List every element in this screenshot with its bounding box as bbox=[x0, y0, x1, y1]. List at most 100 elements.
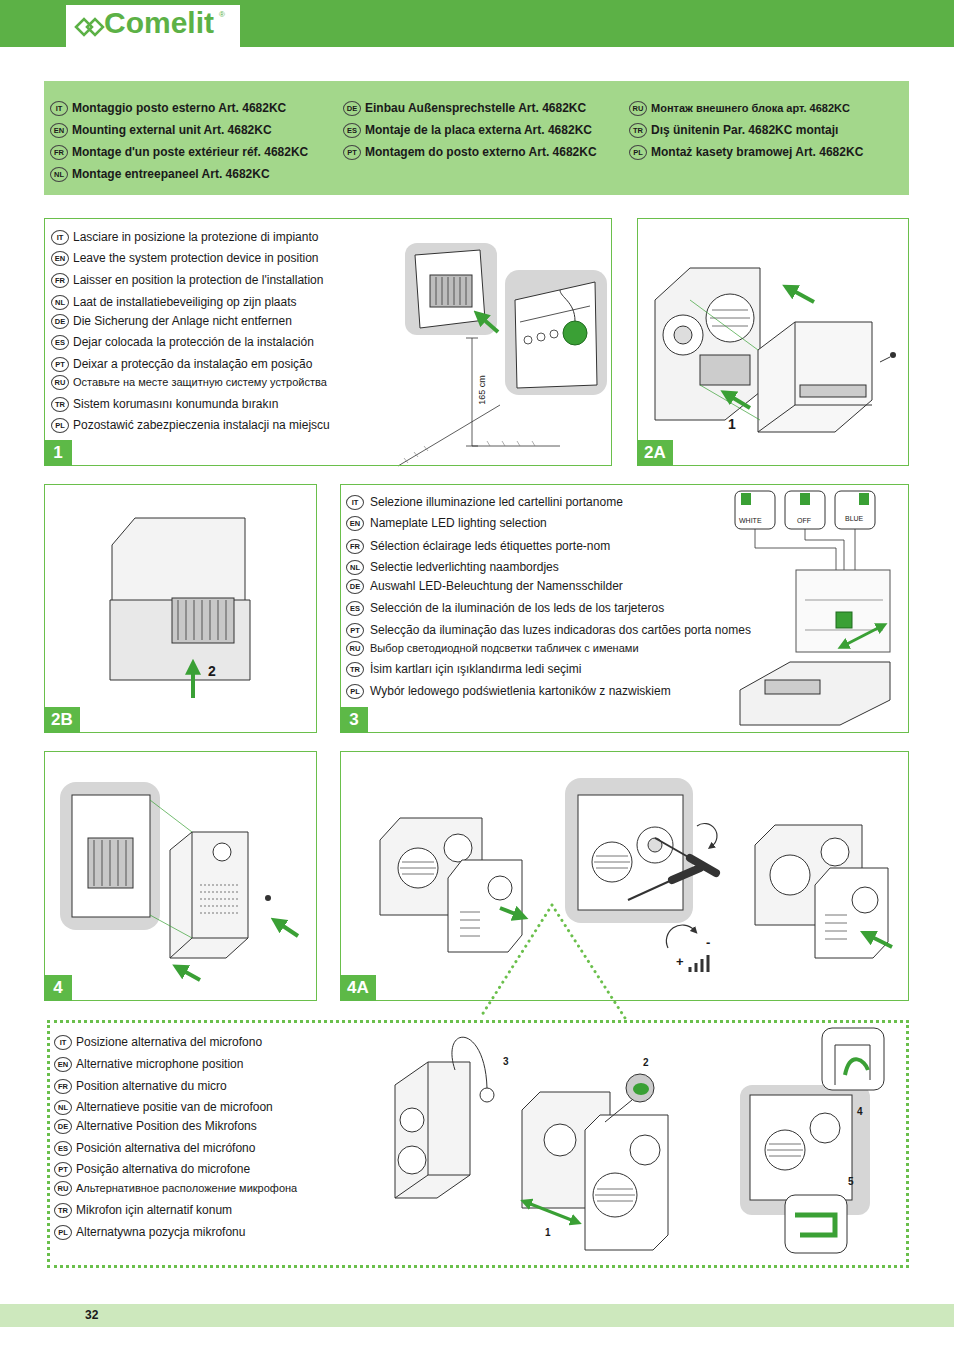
step-number: 2A bbox=[637, 440, 673, 466]
rear-module bbox=[710, 310, 750, 326]
floor-line bbox=[404, 441, 535, 463]
screw bbox=[265, 895, 271, 901]
mounting-frame bbox=[72, 795, 150, 917]
module-right bbox=[852, 887, 878, 913]
mounting-frame bbox=[88, 838, 133, 888]
instruction-text: Selectie ledverlichting naambordjes bbox=[370, 559, 559, 575]
step-number: 2B bbox=[44, 707, 80, 733]
language-code: PL bbox=[346, 684, 364, 699]
footer-bar bbox=[0, 1304, 954, 1327]
language-code: EN bbox=[346, 516, 364, 531]
detail-zoom bbox=[505, 270, 607, 395]
instruction-text: Selección de la iluminación de los leds … bbox=[370, 600, 664, 616]
module-middle bbox=[628, 880, 672, 900]
detail-zoom bbox=[550, 330, 558, 338]
detail-zoom bbox=[537, 333, 545, 341]
title-text: Монтаж внешнего блока арт. 4682KC bbox=[651, 100, 850, 116]
circuit-board bbox=[740, 662, 890, 725]
title-band: ITMontaggio posto esterno Art. 4682KCENM… bbox=[44, 81, 909, 195]
led-option-icon bbox=[741, 493, 751, 505]
module-left bbox=[444, 834, 472, 862]
jumper-detail bbox=[805, 600, 883, 630]
detail-zoom bbox=[520, 306, 590, 322]
jumper-detail bbox=[796, 570, 890, 652]
language-code: PT bbox=[346, 623, 364, 638]
language-code: DE bbox=[51, 314, 69, 329]
detail-zoom bbox=[515, 282, 597, 388]
insert-arrow bbox=[730, 396, 750, 408]
step-number: 4 bbox=[44, 975, 72, 1001]
mounted-module bbox=[835, 1045, 870, 1085]
front-module bbox=[758, 322, 872, 432]
step-number: 1 bbox=[44, 440, 72, 466]
module-middle bbox=[655, 838, 690, 858]
callout-number: 4 bbox=[857, 1107, 863, 1117]
title-text: Mounting external unit Art. 4682KC bbox=[72, 122, 272, 138]
mounting-frame bbox=[405, 243, 497, 335]
instruction-text: Posición alternativa del micrófono bbox=[76, 1140, 255, 1156]
jumper-detail bbox=[796, 570, 890, 652]
insert-arrow bbox=[280, 924, 298, 936]
language-code: FR bbox=[54, 1079, 72, 1094]
led-option: OFF bbox=[797, 517, 811, 524]
step-panel: ITLasciare in posizione la protezione di… bbox=[44, 218, 612, 466]
instruction-text: Laisser en position la protection de l'i… bbox=[73, 272, 323, 288]
led-option: BLUE bbox=[845, 515, 863, 522]
instruction-text: Auswahl LED-Beleuchtung der Namensschild… bbox=[370, 578, 623, 594]
instruction-text: Position alternative du micro bbox=[76, 1078, 227, 1094]
guide-line bbox=[150, 800, 192, 938]
microphone-zoom bbox=[605, 1074, 654, 1122]
insert-arrow bbox=[182, 970, 200, 980]
step-panel: 4 bbox=[44, 751, 317, 1001]
module-middle bbox=[578, 795, 683, 910]
title-text: Montagem do posto externo Art. 4682KC bbox=[365, 144, 597, 160]
language-code: RU bbox=[629, 101, 647, 116]
module-middle bbox=[565, 778, 693, 923]
rear-module bbox=[700, 355, 750, 385]
module-left bbox=[488, 876, 512, 900]
mounting-frame bbox=[405, 243, 497, 335]
module-middle bbox=[672, 868, 700, 880]
mounting-frame bbox=[436, 277, 466, 305]
module-middle bbox=[594, 856, 630, 868]
led-option-icon bbox=[835, 491, 875, 529]
callout-number: 3 bbox=[503, 1057, 509, 1067]
microphone-zoom bbox=[605, 1100, 632, 1122]
module-pair bbox=[522, 1092, 668, 1250]
mounting-frame bbox=[430, 275, 472, 307]
footer-bar bbox=[0, 1304, 954, 1327]
microphone-zoom bbox=[633, 1083, 649, 1095]
floor-line bbox=[398, 405, 560, 466]
top-bar bbox=[66, 5, 240, 47]
circuit-board bbox=[765, 680, 820, 694]
language-code: ES bbox=[54, 1141, 72, 1156]
led-option-icon bbox=[859, 493, 869, 505]
instruction-text: Pozostawić zabezpieczenia instalacji na … bbox=[73, 417, 330, 433]
instruction-text: Selezione illuminazione led cartellini p… bbox=[370, 494, 623, 510]
language-code: IT bbox=[54, 1035, 72, 1050]
callout-number: 2 bbox=[208, 664, 216, 678]
push-arrow bbox=[191, 670, 195, 698]
turn-arrow bbox=[697, 824, 717, 846]
detail-zoom bbox=[524, 336, 532, 344]
language-code: RU bbox=[346, 641, 364, 656]
mounted-module bbox=[767, 1144, 803, 1156]
logo-mark bbox=[76, 19, 103, 35]
turn-arrow bbox=[666, 925, 694, 948]
detail-panel: ITPosizione alternativa del microfonoENA… bbox=[47, 1020, 909, 1268]
module-pair bbox=[630, 1135, 660, 1165]
step-number: 3 bbox=[340, 707, 368, 733]
step-panel: 4A bbox=[340, 751, 909, 1001]
front-module bbox=[170, 832, 248, 958]
module-left bbox=[400, 862, 436, 874]
language-code: ES bbox=[346, 601, 364, 616]
step-panel: 2A bbox=[637, 218, 909, 466]
step-number: 4A bbox=[340, 975, 376, 1001]
instruction-text: Deixar a protecção da instalação em posi… bbox=[73, 356, 312, 372]
module-right bbox=[821, 838, 849, 866]
mounted-module bbox=[785, 1195, 847, 1253]
title-text: Montage d'un poste extérieur réf. 4682KC bbox=[72, 144, 308, 160]
detail-zoom bbox=[505, 270, 607, 395]
module-side bbox=[395, 1062, 470, 1198]
